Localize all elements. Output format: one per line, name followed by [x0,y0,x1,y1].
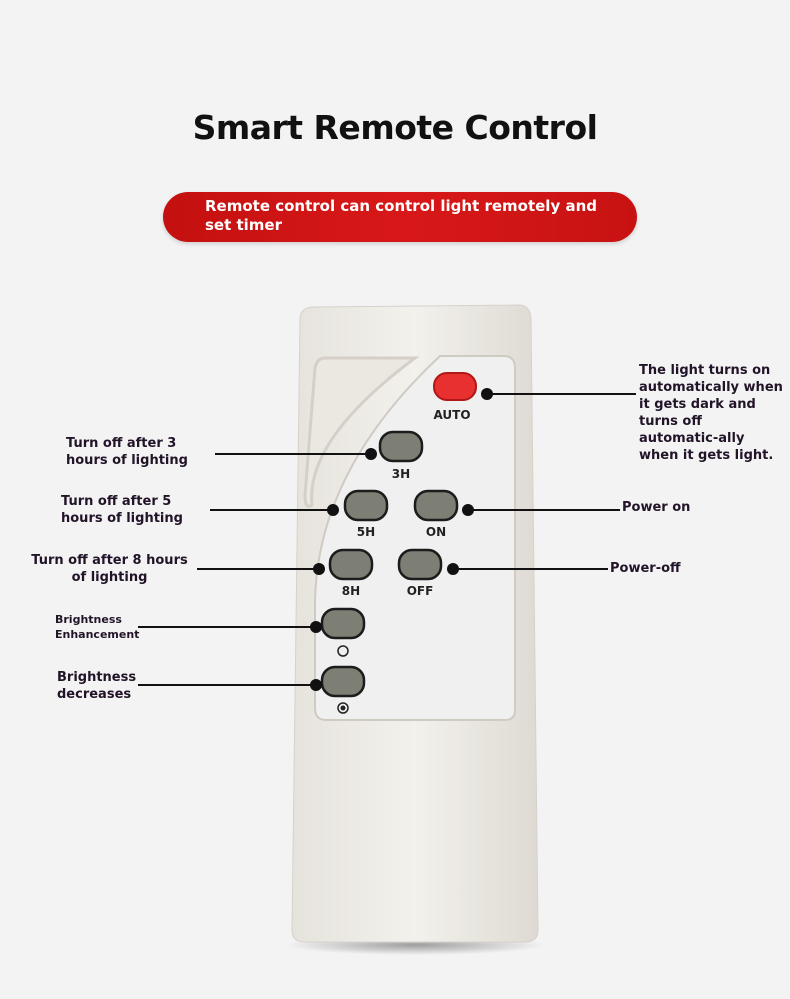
sun-outline-icon [337,645,349,657]
callout-brightness-down: Brightness decreases [57,670,137,702]
5h-button [343,489,389,522]
callout-8h: Turn off after 8 hours of lighting [31,553,188,585]
callout-dots [310,388,493,691]
5h-label: 5H [356,525,376,539]
callout-auto: The light turns on automatically when it… [639,363,783,463]
on-label: ON [425,525,447,539]
8h-label: 8H [341,584,361,598]
page-title: Smart Remote Control [192,108,598,147]
callout-3h: Turn off after 3 hours of lighting [66,436,188,468]
banner: Remote control can control light remotel… [163,192,637,242]
on-button [413,489,459,522]
off-button [397,548,443,581]
brightness-down-button [320,665,366,698]
callout-brightness-up: Brightness Enhancement [55,613,140,641]
8h-button [328,548,374,581]
button-panel [314,355,516,721]
auto-label: AUTO [433,408,471,422]
remote-buttons [320,372,477,714]
callout-5h: Turn off after 5 hours of lighting [61,494,183,526]
panel-recess [303,356,420,508]
3h-label: 3H [391,467,411,481]
callout-off: Power-off [610,561,681,576]
auto-button [433,372,477,401]
3h-button [378,430,424,463]
sun-filled-icon [337,702,349,714]
brightness-up-button [320,607,366,640]
callout-lines [138,393,636,686]
callout-on: Power on [622,500,691,515]
off-label: OFF [406,584,434,598]
banner-text: Remote control can control light remotel… [205,197,597,234]
